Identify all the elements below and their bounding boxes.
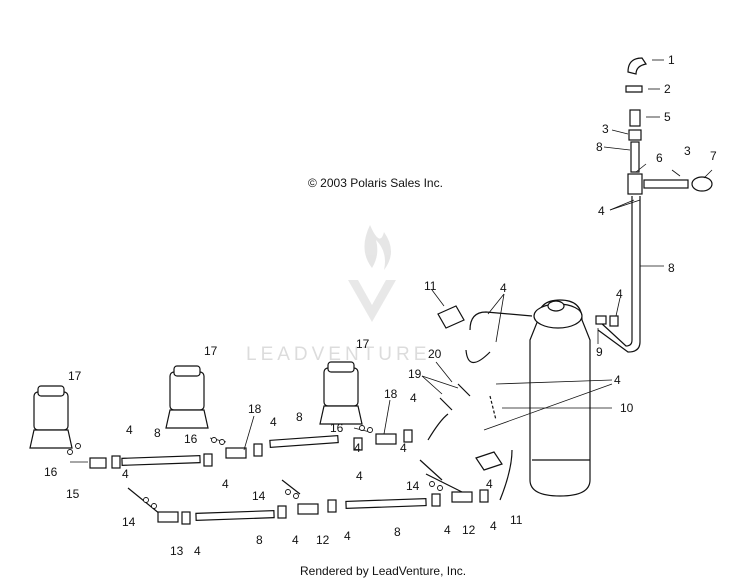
callout-4: 4 — [400, 441, 407, 455]
hose-part-8-a — [121, 455, 201, 466]
callout-4: 4 — [194, 544, 201, 558]
callout-18: 18 — [248, 402, 262, 416]
hose-part-8-c — [195, 510, 275, 521]
callout-8: 8 — [256, 533, 263, 547]
callout-15: 15 — [66, 487, 80, 501]
callout-11: 11 — [510, 513, 523, 527]
hose-upper-left — [469, 311, 533, 331]
callout-8: 8 — [596, 140, 603, 154]
pump-part-17-right — [319, 361, 363, 425]
callout-17: 17 — [68, 369, 82, 383]
callout-4: 4 — [486, 477, 493, 491]
leadventure-watermark: LEADVENTURE — [246, 225, 430, 365]
callout-4: 4 — [614, 373, 621, 387]
clamp-part-3-top — [628, 129, 642, 141]
callout-3: 3 — [684, 144, 691, 158]
callout-8: 8 — [154, 426, 161, 440]
clamps-and-fittings — [89, 315, 619, 525]
callout-4: 4 — [616, 287, 623, 301]
callout-11: 11 — [424, 279, 437, 293]
callout-12: 12 — [462, 523, 476, 537]
callout-14: 14 — [406, 479, 420, 493]
callout-17: 17 — [356, 337, 370, 351]
callout-6: 6 — [656, 151, 663, 165]
callout-17: 17 — [204, 344, 218, 358]
callout-4: 4 — [444, 523, 451, 537]
callout-labels: 1 2 5 3 8 6 3 7 4 8 4 11 4 9 17 17 17 20… — [44, 53, 717, 558]
callout-2: 2 — [664, 82, 671, 96]
callout-4: 4 — [270, 415, 277, 429]
filter-tank — [529, 299, 591, 497]
callout-4: 4 — [354, 441, 361, 455]
bracket-part-11-top — [437, 305, 465, 329]
fitting-part-5 — [629, 109, 641, 127]
pump-part-17-left — [29, 385, 73, 449]
callout-12: 12 — [316, 533, 330, 547]
clamp-part-2 — [625, 85, 643, 93]
callout-8: 8 — [394, 525, 401, 539]
callout-16: 16 — [184, 432, 198, 446]
callout-4: 4 — [122, 467, 129, 481]
hose-part-8-b — [269, 434, 339, 449]
callout-4: 4 — [410, 391, 417, 405]
callout-16: 16 — [330, 421, 344, 435]
callout-14: 14 — [252, 489, 266, 503]
callout-16: 16 — [44, 465, 58, 479]
hose-part-3-horizontal — [643, 179, 689, 189]
callout-14: 14 — [122, 515, 136, 529]
callout-4: 4 — [598, 204, 605, 218]
callout-19: 19 — [408, 367, 422, 381]
callout-4: 4 — [126, 423, 133, 437]
hose-part-8-long — [599, 196, 633, 347]
callout-7: 7 — [710, 149, 717, 163]
callout-10: 10 — [620, 401, 634, 415]
hose-part-8-d — [345, 497, 427, 510]
tee-fitting-part-6 — [627, 173, 643, 195]
rendered-by-text: Rendered by LeadVenture, Inc. — [300, 564, 467, 578]
callout-3: 3 — [602, 122, 609, 136]
callout-20: 20 — [428, 347, 442, 361]
hose-part-8-short — [630, 141, 640, 173]
callout-4: 4 — [222, 477, 229, 491]
callout-4: 4 — [292, 533, 299, 547]
callout-4: 4 — [500, 281, 507, 295]
callout-1: 1 — [668, 53, 675, 67]
callout-18: 18 — [384, 387, 398, 401]
bracket-part-11-bottom — [475, 451, 503, 471]
callout-8: 8 — [296, 410, 303, 424]
watermark-text: LEADVENTURE — [246, 344, 430, 365]
callout-4: 4 — [490, 519, 497, 533]
callout-5: 5 — [664, 110, 671, 124]
callout-4: 4 — [344, 529, 351, 543]
copyright-text: © 2003 Polaris Sales Inc. — [308, 176, 443, 190]
callout-4: 4 — [356, 469, 363, 483]
valve-part-7 — [691, 176, 713, 192]
pump-part-17-middle — [165, 365, 209, 429]
hose-elbow-part-1 — [627, 57, 647, 75]
callout-8: 8 — [668, 261, 675, 275]
callout-9: 9 — [596, 345, 603, 359]
callout-13: 13 — [170, 544, 184, 558]
